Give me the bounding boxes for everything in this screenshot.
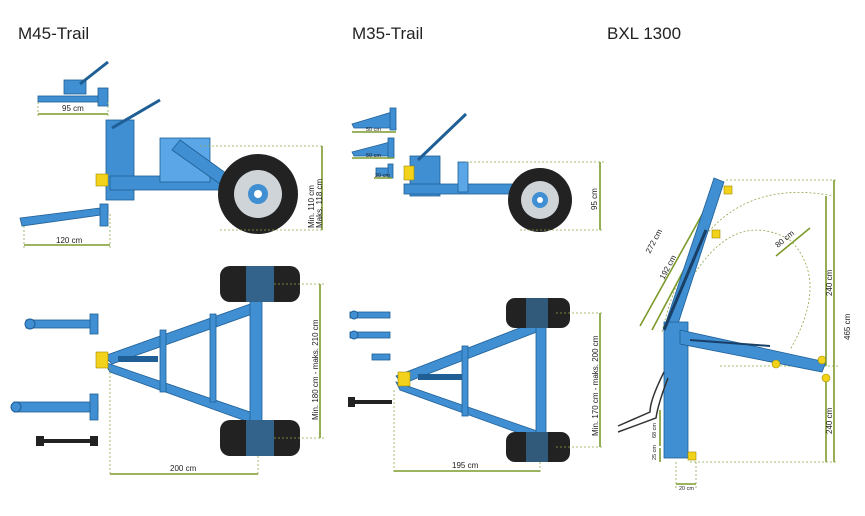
bxl-dim-240b: 240 cm bbox=[825, 407, 834, 434]
m45-top-view: Min. 180 cm - maks. 210 cm 200 cm bbox=[10, 266, 324, 476]
bxl-title: BXL 1300 bbox=[607, 24, 682, 43]
m35-a-frame bbox=[395, 315, 547, 447]
m45-dim-120: 120 cm bbox=[56, 236, 83, 245]
m35-side-frame bbox=[403, 112, 525, 197]
m35-top-hitch bbox=[397, 371, 411, 387]
bxl-dim-240a: 240 cm bbox=[825, 269, 834, 296]
m45-pto-shaft-detail bbox=[36, 436, 98, 446]
bxl-tip-hook bbox=[723, 185, 733, 195]
m45-dim-200: 200 cm bbox=[170, 464, 197, 473]
bxl-dim-465: 465 cm bbox=[843, 313, 852, 340]
m35-title: M35-Trail bbox=[352, 24, 424, 43]
m45-drawbar-detail bbox=[19, 203, 109, 227]
m45-top-wheels bbox=[220, 266, 300, 456]
m35-dim-95: 95 cm bbox=[590, 188, 599, 210]
m45-title: M45-Trail bbox=[18, 24, 90, 43]
m35-track: Min. 170 cm - maks. 200 cm bbox=[591, 335, 600, 436]
m35-top-view: Min. 170 cm - maks. 200 cm 195 cm bbox=[348, 298, 604, 474]
m45-drawbar-top-detail bbox=[10, 393, 99, 421]
bxl-dim-272: 272 cm bbox=[644, 227, 664, 255]
bxl-dim-25: 25 cm bbox=[652, 445, 658, 460]
m45-top-hitch bbox=[95, 351, 109, 369]
m35-top-details bbox=[348, 310, 392, 407]
m45-track: Min. 180 cm - maks. 210 cm bbox=[311, 319, 320, 420]
m35-side-wheel bbox=[508, 168, 572, 232]
m45-dim-95: 95 cm bbox=[62, 104, 84, 113]
m45-height-min: Min. 110 cm bbox=[307, 185, 316, 228]
m35-top-wheels bbox=[506, 298, 570, 462]
m35-dim-50b: 50 cm bbox=[366, 153, 381, 159]
m45-coupler-detail bbox=[24, 313, 99, 335]
m35-side-view: 50 cm 50 cm 20 cm 95 cm bbox=[351, 107, 604, 232]
m45-side-wheel bbox=[218, 154, 298, 234]
m35-dim-195: 195 cm bbox=[452, 461, 479, 470]
bxl-dim-68: 68 cm bbox=[652, 423, 658, 438]
m35-dim-20: 20 cm bbox=[375, 173, 390, 179]
m45-height-max: Maks. 118 cm bbox=[315, 178, 324, 228]
bxl-crane-body bbox=[617, 177, 831, 461]
m45-side-frame bbox=[95, 98, 241, 201]
m45-a-frame bbox=[95, 297, 263, 429]
bxl-dim-80: 80 cm bbox=[774, 228, 797, 249]
m45-side-view: 95 cm Min. 110 cm Maks. 118 cm bbox=[19, 60, 324, 248]
bxl-dim-20: 20 cm bbox=[679, 486, 694, 492]
m35-detail-1 bbox=[351, 107, 397, 131]
m35-dim-50a: 50 cm bbox=[366, 127, 381, 133]
bxl-dim-80-line bbox=[775, 227, 811, 257]
m45-hitch-ball bbox=[95, 173, 109, 187]
m35-hitch-ball bbox=[403, 165, 415, 181]
m45-hitch-detail-top bbox=[37, 60, 109, 107]
bxl-crane: 272 cm 192 cm 80 cm 465 cm 240 cm 240 cm bbox=[617, 177, 852, 492]
